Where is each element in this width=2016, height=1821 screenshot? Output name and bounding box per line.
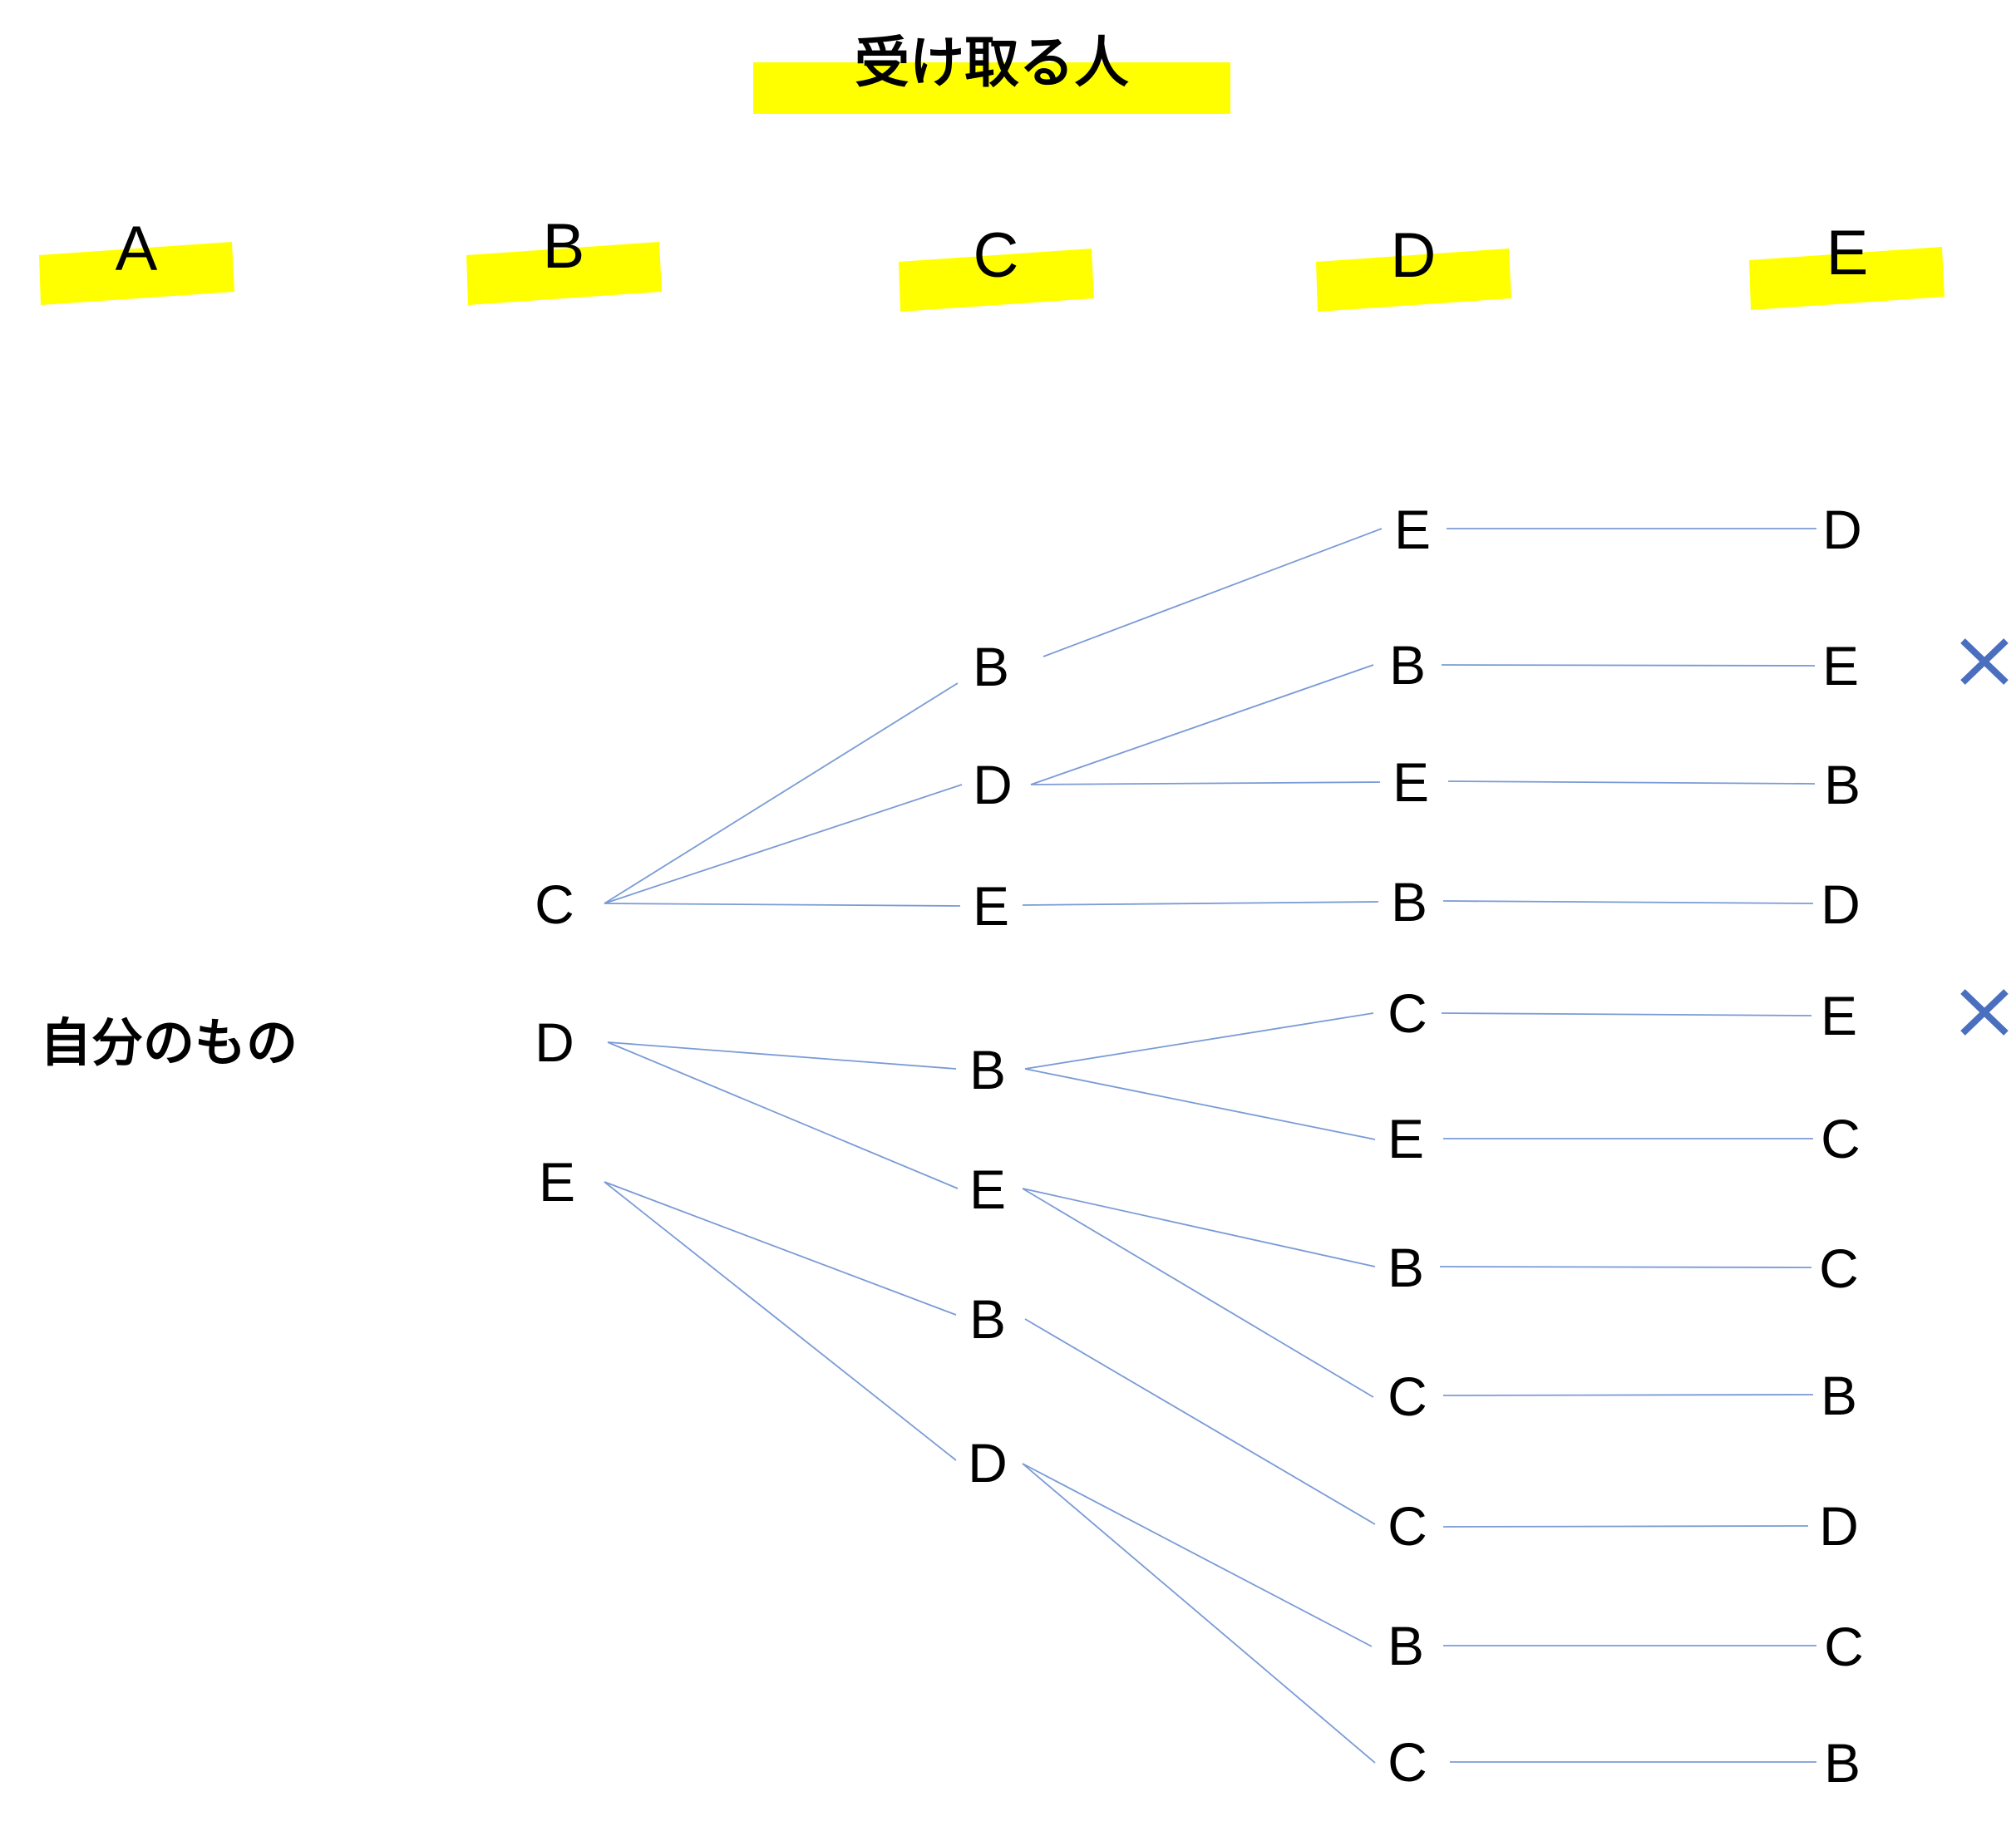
tree-node: B [1824,1732,1861,1794]
tree-node: C [1824,1616,1864,1677]
cross-mark-icon [1960,989,2009,1036]
edge [1024,1318,1376,1525]
edge [1022,1463,1373,1647]
edge [1441,664,1816,667]
tree-node: C [1388,1495,1427,1557]
edge [1043,528,1383,657]
root-label: 自分のもの [40,1012,298,1073]
tree-node: B [969,1288,1006,1350]
column-highlight-e [1749,247,1945,310]
column-highlight-c [899,249,1094,312]
tree-node: D [1821,874,1861,935]
tree-node: B [1821,1365,1857,1426]
tree-node: C [1388,1731,1427,1793]
cross-mark-icon [1960,638,2009,685]
edge [604,784,963,904]
edge [604,1181,957,1316]
tree-node: E [1388,1108,1424,1169]
tree-node: E [1392,751,1429,813]
tree-node: D [1822,499,1862,560]
tree-node: B [1388,1237,1424,1298]
tree-edges [604,528,1816,1764]
level-3-nodes: E B E B C E B C C B C [1388,499,1431,1793]
title-highlight [753,62,1230,114]
edge [1022,1463,1376,1764]
tree-node: E [969,1159,1006,1220]
edge [604,1181,957,1461]
tree-node: E [1394,499,1431,560]
tree-node: C [1819,1238,1859,1299]
tree-node: B [1824,754,1861,815]
tree-node: D [535,1011,574,1073]
edge [1441,1012,1812,1016]
edge [607,1041,957,1070]
tree-node: C [1388,982,1427,1044]
tree-node: E [1822,635,1859,696]
tree-node: C [1388,1366,1427,1427]
edge [1022,901,1379,906]
column-highlight-b [466,242,662,305]
edge [1022,1188,1376,1267]
tree-node: D [968,1432,1008,1494]
tree-node: D [973,754,1013,815]
tree-node: D [1819,1495,1859,1557]
edge [1442,900,1814,904]
column-header-d: D [1391,220,1437,291]
column-highlight-a [39,242,234,305]
column-header-c: C [973,220,1019,291]
tree-node: B [969,1039,1006,1100]
column-header-e: E [1826,218,1869,288]
level-1-nodes: C D E [535,874,575,1213]
title-group: 受け取る人 [753,31,1230,114]
edge [1030,781,1381,785]
tree-node: C [535,874,574,935]
edge [607,1041,959,1189]
column-headers: A B C D E [39,211,1945,312]
level-2-nodes: B D E B E B D [968,636,1013,1494]
column-header-b: B [543,211,585,282]
edge [1447,780,1816,785]
column-header-a: A [116,214,158,284]
tree-node: B [1391,871,1427,933]
tree-node: C [1821,1108,1861,1169]
tree-node: E [539,1151,575,1213]
edge [1022,1188,1374,1398]
edge [604,682,959,904]
tree-node: B [1388,1615,1424,1676]
edge [1024,1068,1376,1140]
edge [1030,664,1374,785]
level-4-nodes: D E B D E C C B D C B [1819,499,1864,1794]
tree-node: E [973,875,1009,937]
tree-node: E [1821,985,1857,1046]
invalid-marks [1960,638,2009,1036]
tree-node: B [973,636,1009,697]
edge [604,903,961,907]
tree-node: B [1389,634,1426,696]
column-highlight-d [1316,249,1511,312]
page-title: 受け取る人 [855,31,1129,95]
edge [1024,1012,1374,1070]
edge [1442,1525,1809,1528]
